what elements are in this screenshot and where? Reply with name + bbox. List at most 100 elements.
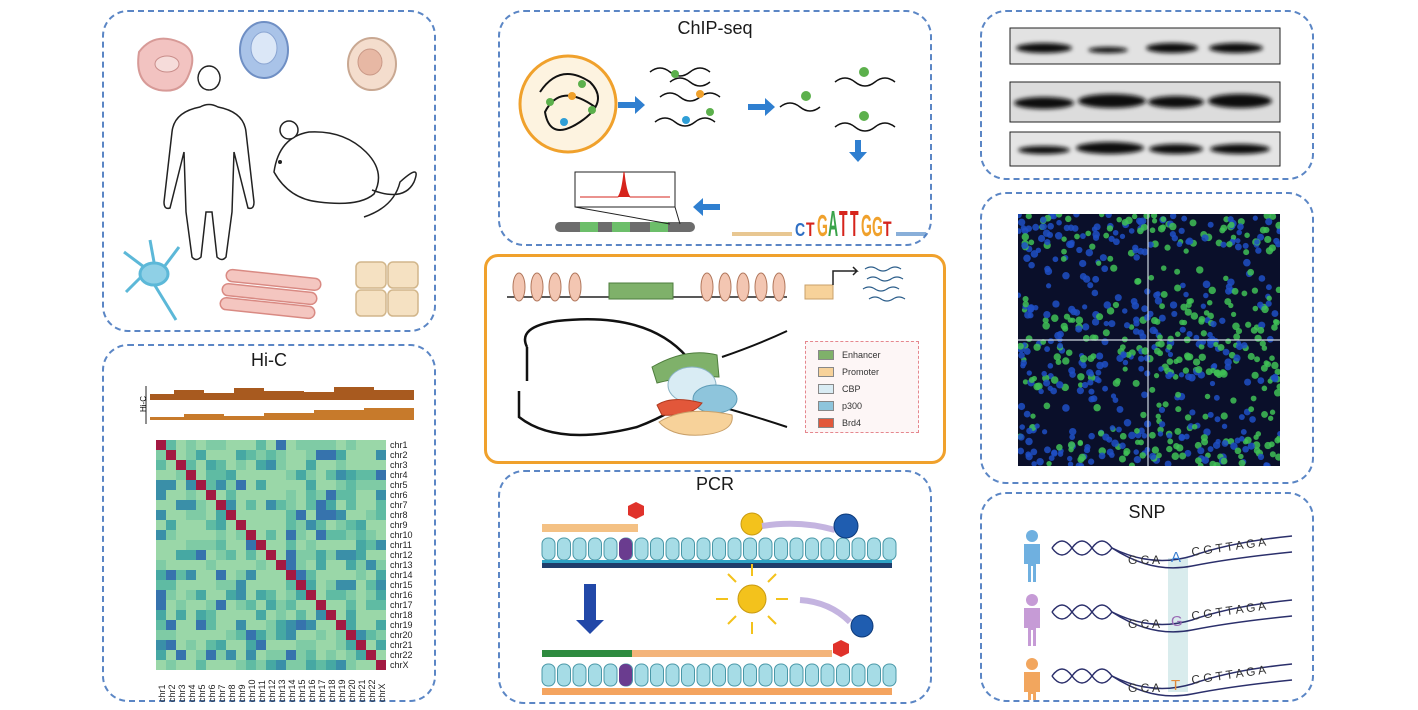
heatmap-cell (156, 580, 167, 591)
cell-nucleus (1203, 428, 1211, 436)
heatmap-cell (326, 520, 337, 531)
heatmap-cell (196, 600, 207, 611)
nucleotide-base (557, 537, 571, 561)
heatmap-cell (246, 650, 257, 661)
heatmap-cell (236, 490, 247, 501)
heatmap-cell (216, 500, 227, 511)
cell-nucleus (1022, 301, 1029, 308)
heatmap-cell (356, 580, 367, 591)
heatmap-cell (266, 600, 277, 611)
cell-nucleus (1255, 247, 1262, 254)
heatmap-cell (366, 510, 377, 521)
cell-nucleus (1098, 447, 1107, 455)
heatmap-cell (376, 600, 386, 611)
cell-nucleus (1207, 446, 1214, 452)
heatmap-cell (306, 440, 317, 451)
cell-nucleus (1025, 225, 1032, 232)
cell-nucleus (1269, 355, 1275, 362)
heatmap-cell (276, 440, 287, 451)
cell-nucleus (1198, 353, 1206, 361)
chromosome-row-label: chr22 (390, 650, 413, 660)
heatmap-cell (296, 520, 307, 531)
cell-nucleus (1167, 351, 1174, 358)
heatmap-cell (296, 550, 307, 561)
heatmap-cell (306, 460, 317, 471)
heatmap-cell (216, 520, 227, 531)
heatmap-cell (236, 450, 247, 461)
transcription-complex-icon (651, 352, 738, 436)
cell-nucleus (1149, 431, 1156, 439)
cell-nucleus (1206, 337, 1215, 345)
heatmap-cell (216, 620, 227, 631)
cell-nucleus (1050, 376, 1059, 384)
motif-letter: T (839, 203, 848, 244)
nucleotide-base (758, 663, 773, 687)
heatmap-cell (206, 440, 217, 451)
heatmap-cell (166, 500, 177, 511)
motif-letter: G (817, 209, 828, 244)
cell-nucleus (1076, 246, 1083, 254)
cell-nucleus (1239, 436, 1245, 442)
cell-nucleus (1020, 359, 1027, 367)
cell-nucleus (1235, 238, 1241, 244)
heatmap-cell (186, 600, 197, 611)
heatmap-cell (246, 630, 257, 641)
cell-nucleus (1128, 431, 1136, 440)
cell-nucleus (1263, 214, 1271, 220)
heatmap-cell (326, 660, 337, 670)
cell-nucleus (1270, 374, 1277, 381)
heatmap-cell (216, 600, 227, 611)
cell-nucleus (1021, 242, 1029, 250)
nucleotide-base (758, 537, 773, 561)
heatmap-cell (266, 490, 277, 501)
heatmap-cell (186, 630, 197, 641)
heatmap-cell (266, 620, 277, 631)
cell-nucleus (1228, 221, 1235, 229)
cell-nucleus (1056, 381, 1064, 389)
cell-nucleus (1046, 460, 1052, 466)
heatmap-cell (296, 510, 307, 521)
cell-nucleus (1119, 344, 1126, 351)
cell-nucleus (1037, 234, 1046, 243)
arrow-icon (618, 96, 645, 114)
cell-nucleus (1056, 444, 1063, 451)
nucleotide-base (665, 663, 680, 687)
heatmap-cell (216, 510, 227, 521)
heatmap-cell (376, 520, 386, 531)
nucleotide-base (681, 663, 695, 687)
cell-nucleus (1047, 363, 1054, 369)
heatmap-cell (166, 600, 177, 611)
heatmap-cell (226, 460, 237, 471)
cell-nucleus (1259, 226, 1267, 234)
heatmap-cell (276, 460, 287, 471)
hic-title: Hi-C (251, 350, 287, 370)
heatmap-cell (186, 450, 197, 461)
heatmap-cell (186, 510, 197, 521)
heatmap-cell (176, 500, 187, 511)
heatmap-cell (366, 640, 377, 651)
heatmap-cell (206, 630, 217, 641)
cell-nucleus (1189, 219, 1197, 227)
heatmap-cell (216, 530, 227, 541)
heatmap-cell (166, 570, 177, 581)
cell-nucleus (1121, 219, 1129, 226)
cell-nucleus (1252, 215, 1258, 221)
cell-nucleus (1151, 316, 1159, 325)
cell-nucleus (1085, 248, 1094, 257)
heatmap-cell (266, 530, 277, 541)
heatmap-cell (196, 540, 207, 551)
cell-nucleus (1151, 446, 1160, 454)
cell-nucleus (1132, 379, 1140, 387)
cell-nucleus (1173, 358, 1179, 365)
heatmap-cell (336, 570, 347, 581)
cell-nucleus (1112, 301, 1120, 309)
heatmap-cell (216, 630, 227, 641)
heatmap-cell (366, 530, 377, 541)
heatmap-cell (376, 530, 386, 541)
cell-nucleus (1079, 355, 1088, 363)
cell-nucleus (1277, 431, 1280, 437)
heatmap-cell (226, 660, 237, 670)
